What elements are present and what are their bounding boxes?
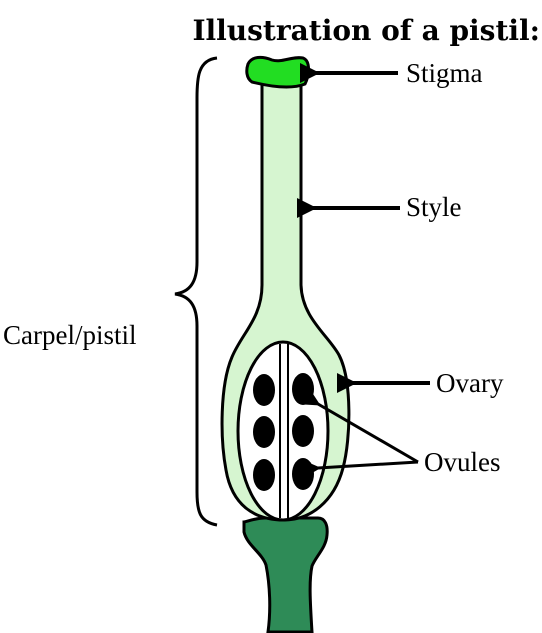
diagram-title: Illustration of a pistil: <box>192 14 540 47</box>
ovary-chamber <box>238 342 328 520</box>
stigma-shape <box>247 57 309 87</box>
label-carpel-pistil: Carpel/pistil <box>3 320 136 350</box>
ovule <box>253 416 275 448</box>
curly-brace-icon <box>175 58 217 525</box>
label-ovules: Ovules <box>424 447 501 477</box>
label-ovary: Ovary <box>436 368 504 398</box>
label-style: Style <box>406 192 462 222</box>
ovule <box>253 374 275 406</box>
ovule <box>292 415 314 447</box>
ovule <box>253 459 275 491</box>
receptacle-shape <box>244 518 327 632</box>
ovule <box>292 373 314 405</box>
label-stigma: Stigma <box>406 58 483 88</box>
ovule <box>292 458 314 490</box>
